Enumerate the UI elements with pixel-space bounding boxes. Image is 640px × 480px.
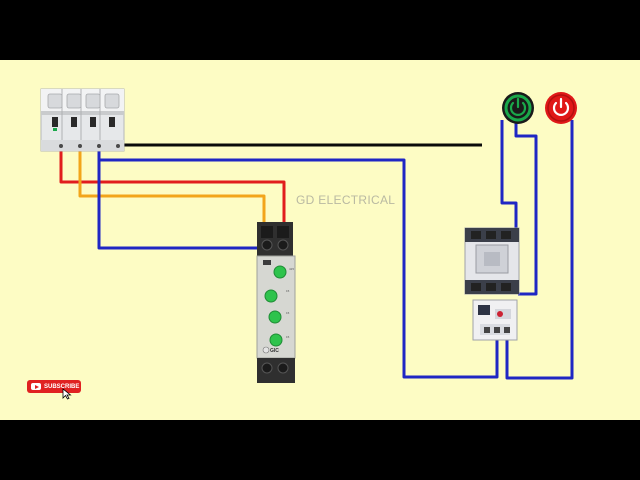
wire-blue-neutral [100, 158, 499, 379]
wire-blue-relay [97, 145, 262, 250]
relay-brand: GIC [270, 348, 279, 354]
wire-blue-start-1 [500, 120, 518, 232]
start-button[interactable] [502, 92, 534, 124]
svg-text:15: 15 [286, 335, 290, 339]
wire-yellow [78, 145, 266, 224]
channel-watermark: GD ELECTRICAL [296, 193, 396, 207]
svg-text:415: 415 [289, 267, 294, 271]
wire-red [59, 145, 286, 224]
cursor-icon [62, 388, 72, 400]
youtube-icon [31, 383, 41, 390]
phase-monitor-relay: 415 15 15 15 GIC [256, 222, 296, 383]
power-icon [552, 101, 570, 116]
overload-relay [472, 299, 518, 341]
subscribe-label: SUBSCRIBE [44, 383, 80, 390]
wire-blue-stop [505, 120, 574, 380]
svg-text:15: 15 [286, 311, 290, 315]
svg-text:15: 15 [286, 289, 290, 293]
mcb-breaker [40, 88, 125, 152]
wire-blue-start-2 [514, 120, 538, 296]
contactor [464, 227, 520, 295]
power-icon [509, 101, 527, 116]
subscribe-button[interactable]: SUBSCRIBE [27, 380, 81, 393]
stop-button[interactable] [545, 92, 577, 124]
